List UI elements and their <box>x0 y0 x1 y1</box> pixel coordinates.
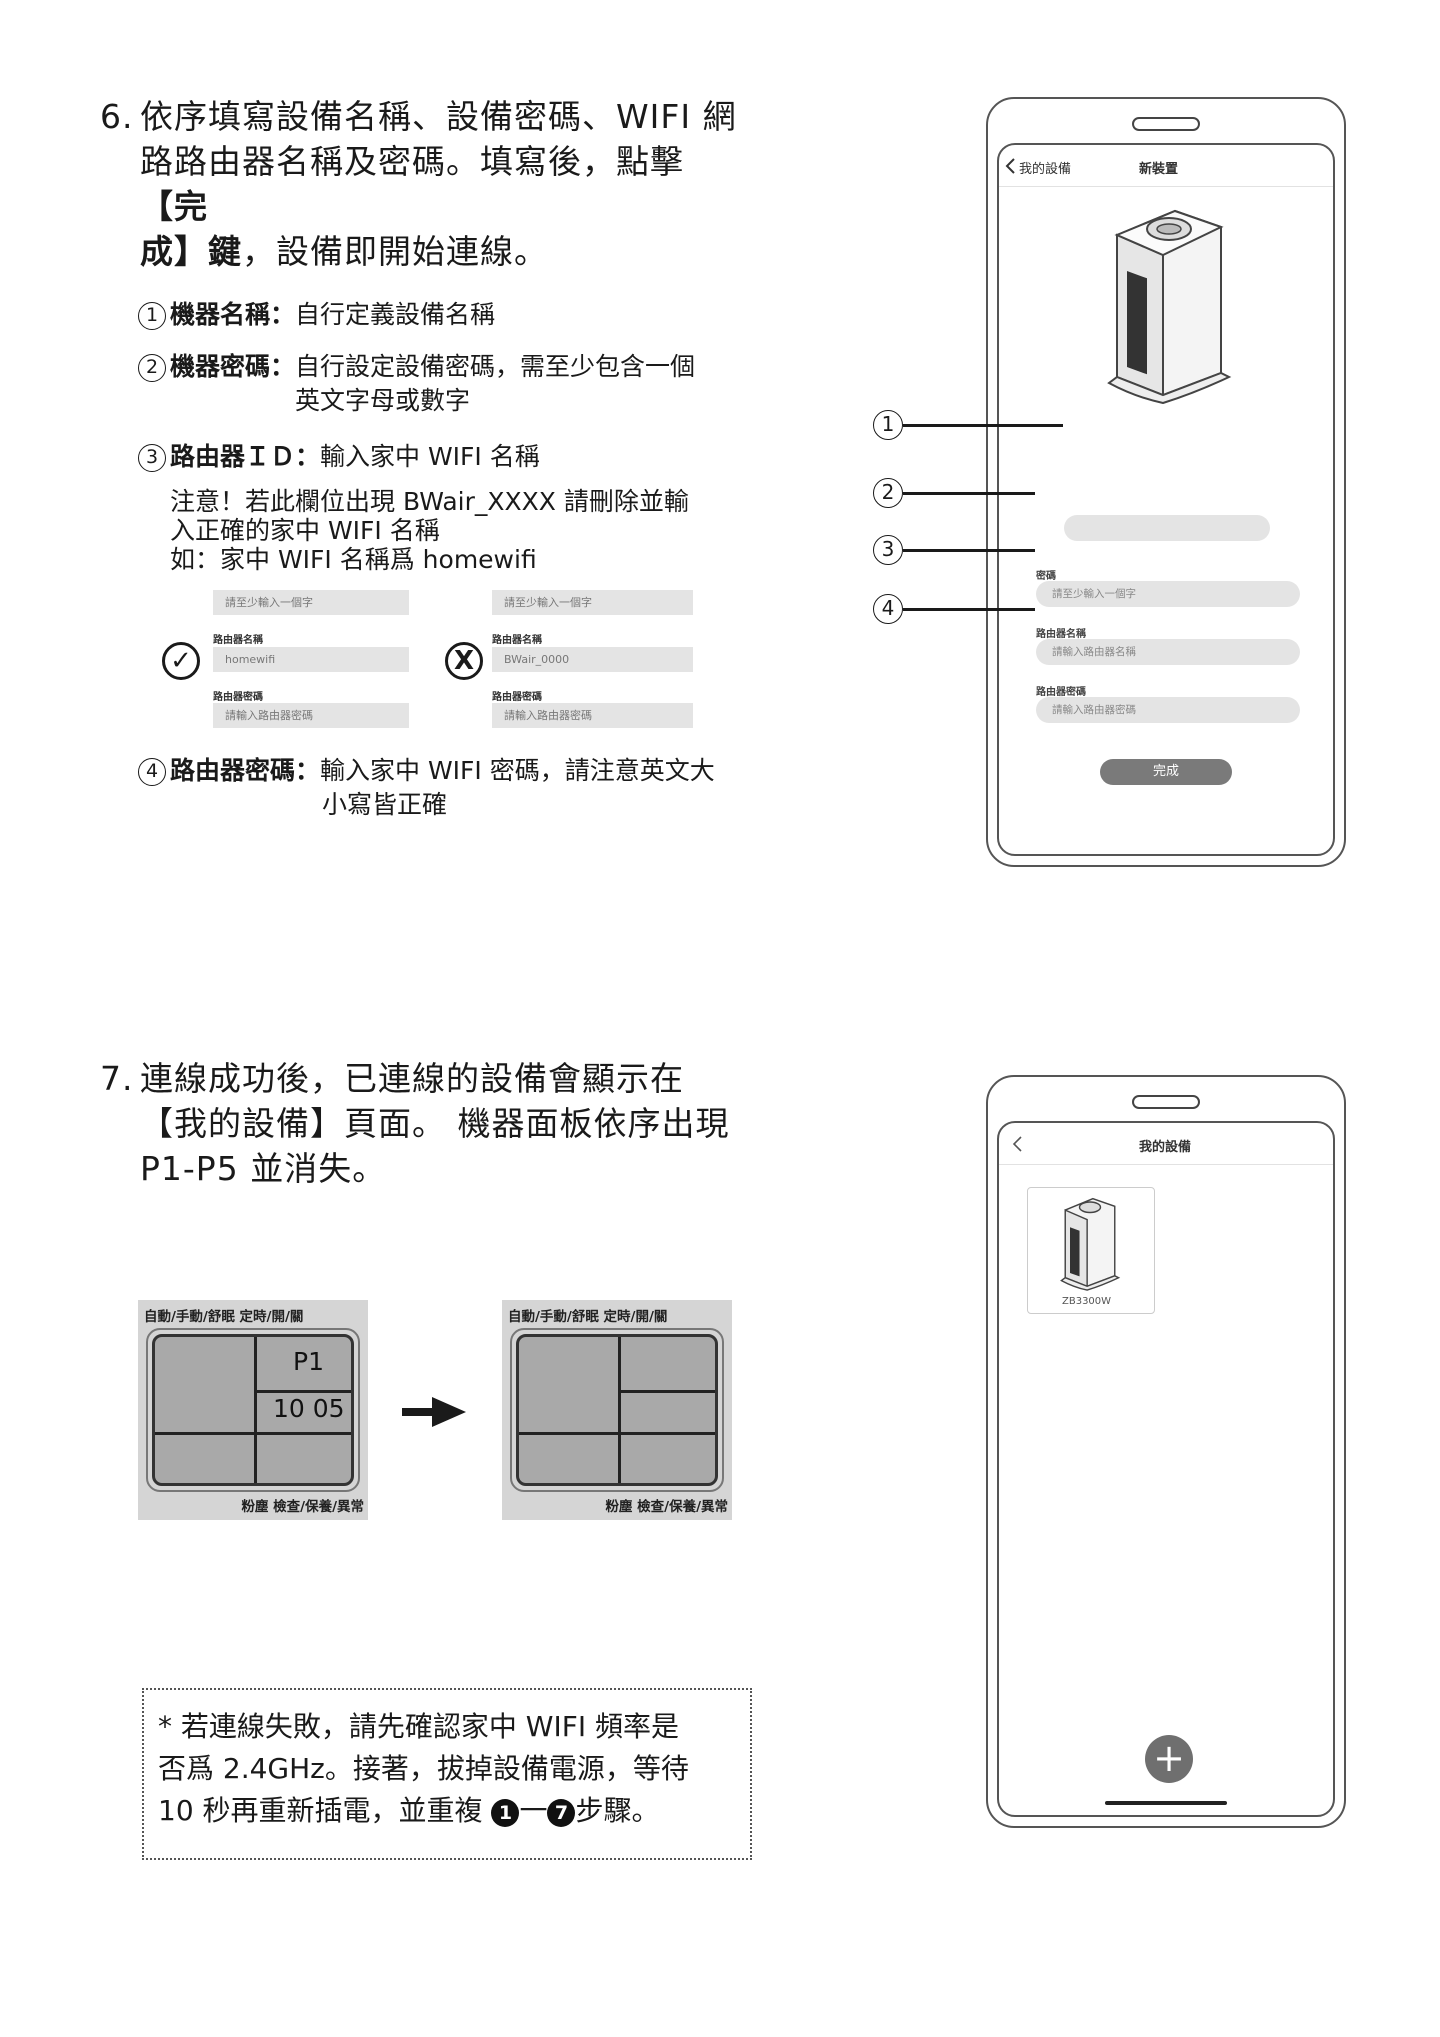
example-wrong-field2: BWair_0000 <box>492 647 693 672</box>
check-icon: ✓ <box>162 642 200 680</box>
screen-title-2: 我的設備 <box>1139 1140 1192 1155</box>
example-correct-field1: 請至少輸入一個字 <box>213 590 409 615</box>
step-bullet-7: 7 <box>547 1799 576 1827</box>
step-bullet-1: 1 <box>491 1799 520 1827</box>
step7-line1: 連線成功後，已連線的設備會顯示在 <box>140 1059 684 1098</box>
example-wrong-label2: 路由器名稱 <box>492 635 542 646</box>
step6-note: 注意！若此欄位出現 BWair_XXXX 請刪除並輸 入正確的家中 WIFI 名… <box>170 487 689 574</box>
example-correct-label2: 路由器名稱 <box>213 635 263 646</box>
step7-heading: 7. 連線成功後，已連線的設備會顯示在 【我的設備】頁面。 機器面板依序出現 P… <box>100 1056 740 1191</box>
phone-screen-2: 我的設備 ZB3300W + <box>997 1121 1335 1817</box>
done-button[interactable]: 完成 <box>1100 759 1232 785</box>
app-topbar: 我的設備 新裝置 <box>999 145 1333 187</box>
control-panel-blank: 自動/手動/舒眠 定時/開/關 粉塵 檢查/保養/異常 <box>502 1300 732 1520</box>
phone-my-devices: 我的設備 ZB3300W + <box>986 1075 1346 1828</box>
device-card[interactable]: ZB3300W <box>1027 1187 1155 1314</box>
app-topbar-2: 我的設備 <box>999 1123 1333 1165</box>
example-wrong-field1: 請至少輸入一個字 <box>492 590 693 615</box>
callout-4-line <box>903 608 1035 611</box>
device-name: ZB3300W <box>1062 1296 1112 1307</box>
callout-3-line <box>903 549 1035 552</box>
example-correct-label3: 路由器密碼 <box>213 692 263 703</box>
example-wrong-field3: 請輸入路由器密碼 <box>492 703 693 728</box>
callout-2: 2 <box>873 478 903 508</box>
router-name-label: 路由器名稱 <box>1036 629 1086 640</box>
panel-bottom-label: 粉塵 檢查/保養/異常 <box>241 1499 364 1515</box>
device-name-field[interactable] <box>1064 515 1270 541</box>
air-purifier-thumbnail <box>1060 1197 1121 1291</box>
phone-new-device: 我的設備 新裝置 密碼 請至少輸入一個字 路由器名稱 請輸入路由器名稱 路由器密… <box>986 97 1346 867</box>
phone-speaker-2 <box>1132 1095 1200 1109</box>
callout-2-line <box>903 492 1035 495</box>
panel-bottom-label-2: 粉塵 檢查/保養/異常 <box>605 1499 728 1515</box>
chevron-left-icon[interactable] <box>1004 157 1016 175</box>
password-label: 密碼 <box>1036 571 1056 582</box>
callout-1-line <box>903 424 1063 427</box>
phone-speaker <box>1132 117 1200 131</box>
failure-note: * 若連線失敗，請先確認家中 WIFI 頻率是 否爲 2.4GHz。接著，拔掉設… <box>142 1688 752 1860</box>
step6-line3: 成】鍵，設備即開始連線。 <box>140 232 548 271</box>
back-label[interactable]: 我的設備 <box>1019 162 1072 177</box>
step7-line2: 【我的設備】頁面。 機器面板依序出現 <box>140 1104 730 1143</box>
add-device-button[interactable]: + <box>1145 1735 1193 1783</box>
chevron-left-icon[interactable] <box>1011 1135 1023 1153</box>
control-panel-p1: 自動/手動/舒眠 定時/開/關 P1 10 05 粉塵 檢查/保養/異常 <box>138 1300 368 1520</box>
cross-icon: X <box>445 642 483 680</box>
example-wrong-label3: 路由器密碼 <box>492 692 542 703</box>
panel-top-label-2: 自動/手動/舒眠 定時/開/關 <box>508 1309 668 1325</box>
callout-1: 1 <box>873 410 903 440</box>
panel-top-label: 自動/手動/舒眠 定時/開/關 <box>144 1309 304 1325</box>
step6-heading: 6. 依序填寫設備名稱、設備密碼、WIFI 網 路路由器名稱及密碼。填寫後，點擊… <box>100 94 740 274</box>
screen-title: 新裝置 <box>1139 162 1179 177</box>
password-field[interactable]: 請至少輸入一個字 <box>1036 581 1300 607</box>
step6-line2: 路路由器名稱及密碼。填寫後，點擊【完 <box>140 142 684 226</box>
router-name-field[interactable]: 請輸入路由器名稱 <box>1036 639 1300 665</box>
air-purifier-image <box>1107 209 1232 405</box>
display-p1: P1 <box>293 1347 324 1376</box>
example-correct-field3: 請輸入路由器密碼 <box>213 703 409 728</box>
callout-4: 4 <box>873 594 903 624</box>
callout-3: 3 <box>873 535 903 565</box>
display-time: 10 05 <box>273 1394 345 1423</box>
step6-number: 6. <box>100 97 134 136</box>
step7-line3: P1-P5 並消失。 <box>140 1149 387 1188</box>
arrow-right-icon <box>402 1397 466 1427</box>
phone-screen: 我的設備 新裝置 密碼 請至少輸入一個字 路由器名稱 請輸入路由器名稱 路由器密… <box>997 143 1335 856</box>
example-correct-field2: homewifi <box>213 647 409 672</box>
step6-line1: 依序填寫設備名稱、設備密碼、WIFI 網 <box>140 97 737 136</box>
router-password-label: 路由器密碼 <box>1036 687 1086 698</box>
home-indicator-2 <box>1105 1801 1227 1805</box>
step7-number: 7. <box>100 1059 134 1098</box>
router-password-field[interactable]: 請輸入路由器密碼 <box>1036 697 1300 723</box>
